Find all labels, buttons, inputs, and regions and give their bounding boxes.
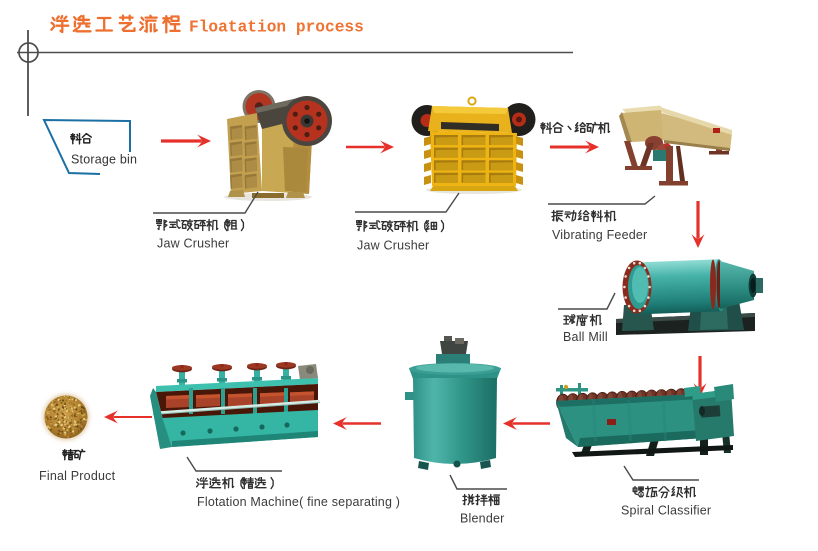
svg-text:Blender: Blender xyxy=(460,512,505,526)
svg-text:Spiral Classifier: Spiral Classifier xyxy=(621,504,711,518)
svg-text:Vibrating Feeder: Vibrating Feeder xyxy=(552,228,647,242)
svg-text:Ball Mill: Ball Mill xyxy=(563,330,608,344)
svg-text:Jaw Crusher: Jaw Crusher xyxy=(357,239,429,253)
svg-text:Floatation process: Floatation process xyxy=(189,19,364,37)
svg-text:Final Product: Final Product xyxy=(39,469,116,483)
svg-text:Storage bin: Storage bin xyxy=(71,153,137,167)
svg-text:Flotation Machine( fine separa: Flotation Machine( fine separating ) xyxy=(197,495,400,509)
svg-text:Jaw Crusher: Jaw Crusher xyxy=(157,237,229,251)
